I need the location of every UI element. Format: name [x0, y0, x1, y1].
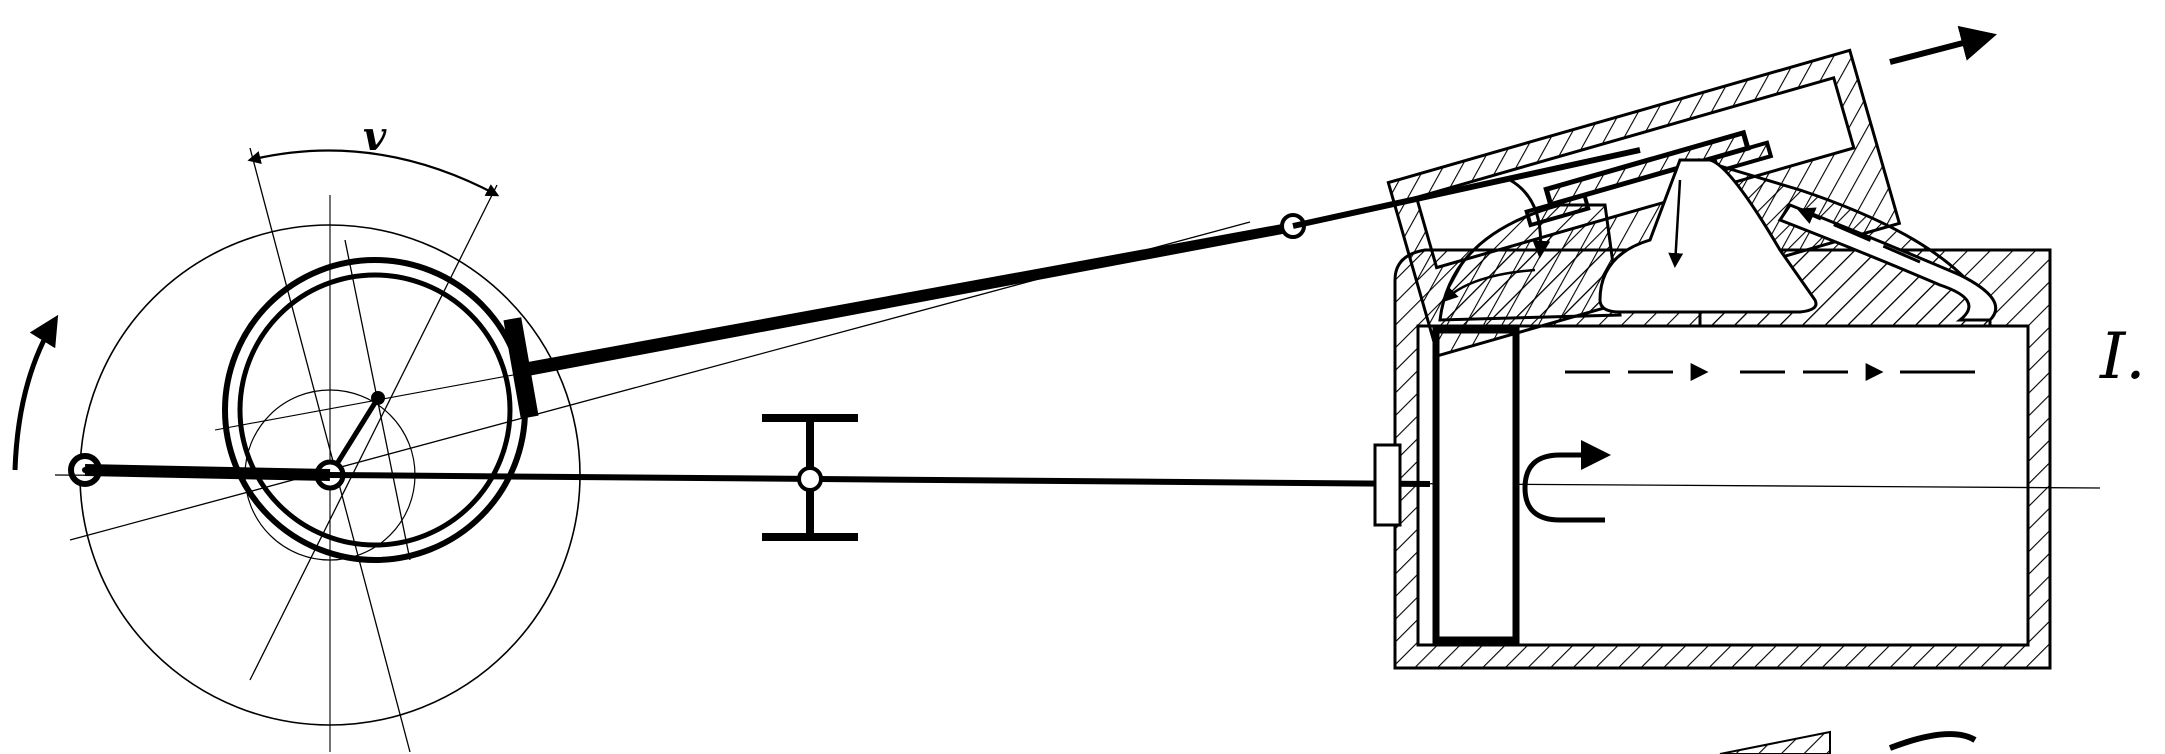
- stuffing-box: [1373, 443, 1402, 527]
- figure-number: I.: [2099, 320, 2146, 394]
- crank-pin: [371, 391, 385, 405]
- construction-line-2: [249, 184, 498, 681]
- piston-rod: [329, 472, 1431, 487]
- steam-passages: [1438, 157, 1998, 328]
- partial-next-figure-arrow: [1888, 731, 1977, 751]
- exhaust-arrow: [1889, 25, 1997, 65]
- eccentric-strap-block: [503, 317, 539, 419]
- angle-arc: [247, 149, 500, 197]
- flow-arrows: [1442, 25, 1997, 381]
- eccentric-rod: [528, 222, 1293, 376]
- return-flow-arrow-1: [1796, 207, 1921, 264]
- crank-assembly: v: [12, 113, 1251, 753]
- inlet-flow-arrow: [1509, 178, 1551, 259]
- crank-web: [84, 464, 331, 481]
- rods: [54, 147, 2101, 541]
- eccentric-sheave-outer: [222, 257, 528, 563]
- slide-valve: [1524, 129, 1774, 228]
- valve-flow-arrow: [1668, 179, 1684, 268]
- eccentric-sheave-inner: [237, 272, 513, 548]
- angle-label: v: [363, 113, 387, 160]
- piston: [1432, 326, 1520, 644]
- rotation-arrow: [12, 314, 59, 471]
- partial-next-figure: [1719, 730, 1831, 754]
- crosshead-pin: [797, 466, 823, 492]
- piston-arrow: [1522, 440, 1611, 523]
- valve-rod: [1292, 147, 1641, 229]
- port-flow-arrow: [1442, 268, 1536, 303]
- cylinder-assembly: [1373, 25, 2052, 754]
